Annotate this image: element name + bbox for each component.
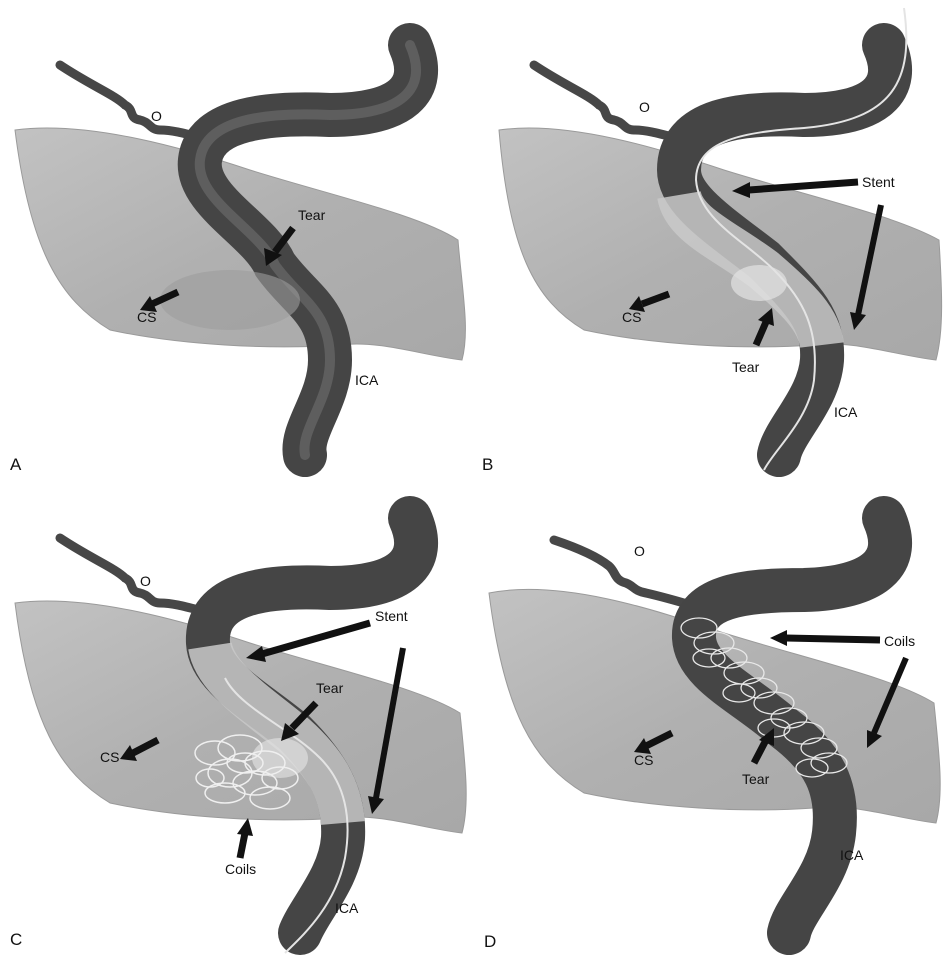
label-ica: ICA xyxy=(840,848,863,862)
panel-d: O Coils CS Tear ICA D xyxy=(474,478,947,956)
label-o: O xyxy=(151,109,162,123)
cs-lumen xyxy=(160,270,300,330)
label-tear: Tear xyxy=(742,772,769,786)
ophthalmic-artery xyxy=(534,65,684,140)
coils-arrow xyxy=(237,818,253,858)
panel-letter: A xyxy=(10,456,21,473)
label-coils: Coils xyxy=(884,634,915,648)
label-o: O xyxy=(140,574,151,588)
label-stent: Stent xyxy=(862,175,895,189)
label-cs: CS xyxy=(622,310,641,324)
label-o: O xyxy=(634,544,645,558)
label-ica: ICA xyxy=(335,901,358,915)
label-ica: ICA xyxy=(355,373,378,387)
tear-aneurysm xyxy=(731,265,787,301)
panel-c: O Stent Tear CS Coils ICA C xyxy=(0,478,473,956)
ophthalmic-artery xyxy=(60,538,210,613)
label-o: O xyxy=(639,100,650,114)
coils-arrow-top xyxy=(770,630,880,646)
panel-letter: D xyxy=(484,933,496,950)
label-ica: ICA xyxy=(834,405,857,419)
panel-b: O Stent CS Tear ICA B xyxy=(474,0,947,478)
stent-arrow-top xyxy=(246,623,370,662)
panel-b-illustration xyxy=(474,0,947,478)
label-cs: CS xyxy=(100,750,119,764)
panel-a: O Tear CS ICA A xyxy=(0,0,473,478)
label-cs: CS xyxy=(137,310,156,324)
panel-letter: C xyxy=(10,931,22,948)
ophthalmic-artery xyxy=(60,65,210,140)
panel-letter: B xyxy=(482,456,493,473)
label-tear: Tear xyxy=(316,681,343,695)
label-coils: Coils xyxy=(225,862,256,876)
panel-a-illustration xyxy=(0,0,473,478)
label-stent: Stent xyxy=(375,609,408,623)
panel-d-illustration xyxy=(474,478,947,956)
label-tear: Tear xyxy=(298,208,325,222)
panel-c-illustration xyxy=(0,478,473,956)
label-tear: Tear xyxy=(732,360,759,374)
label-cs: CS xyxy=(634,753,653,767)
